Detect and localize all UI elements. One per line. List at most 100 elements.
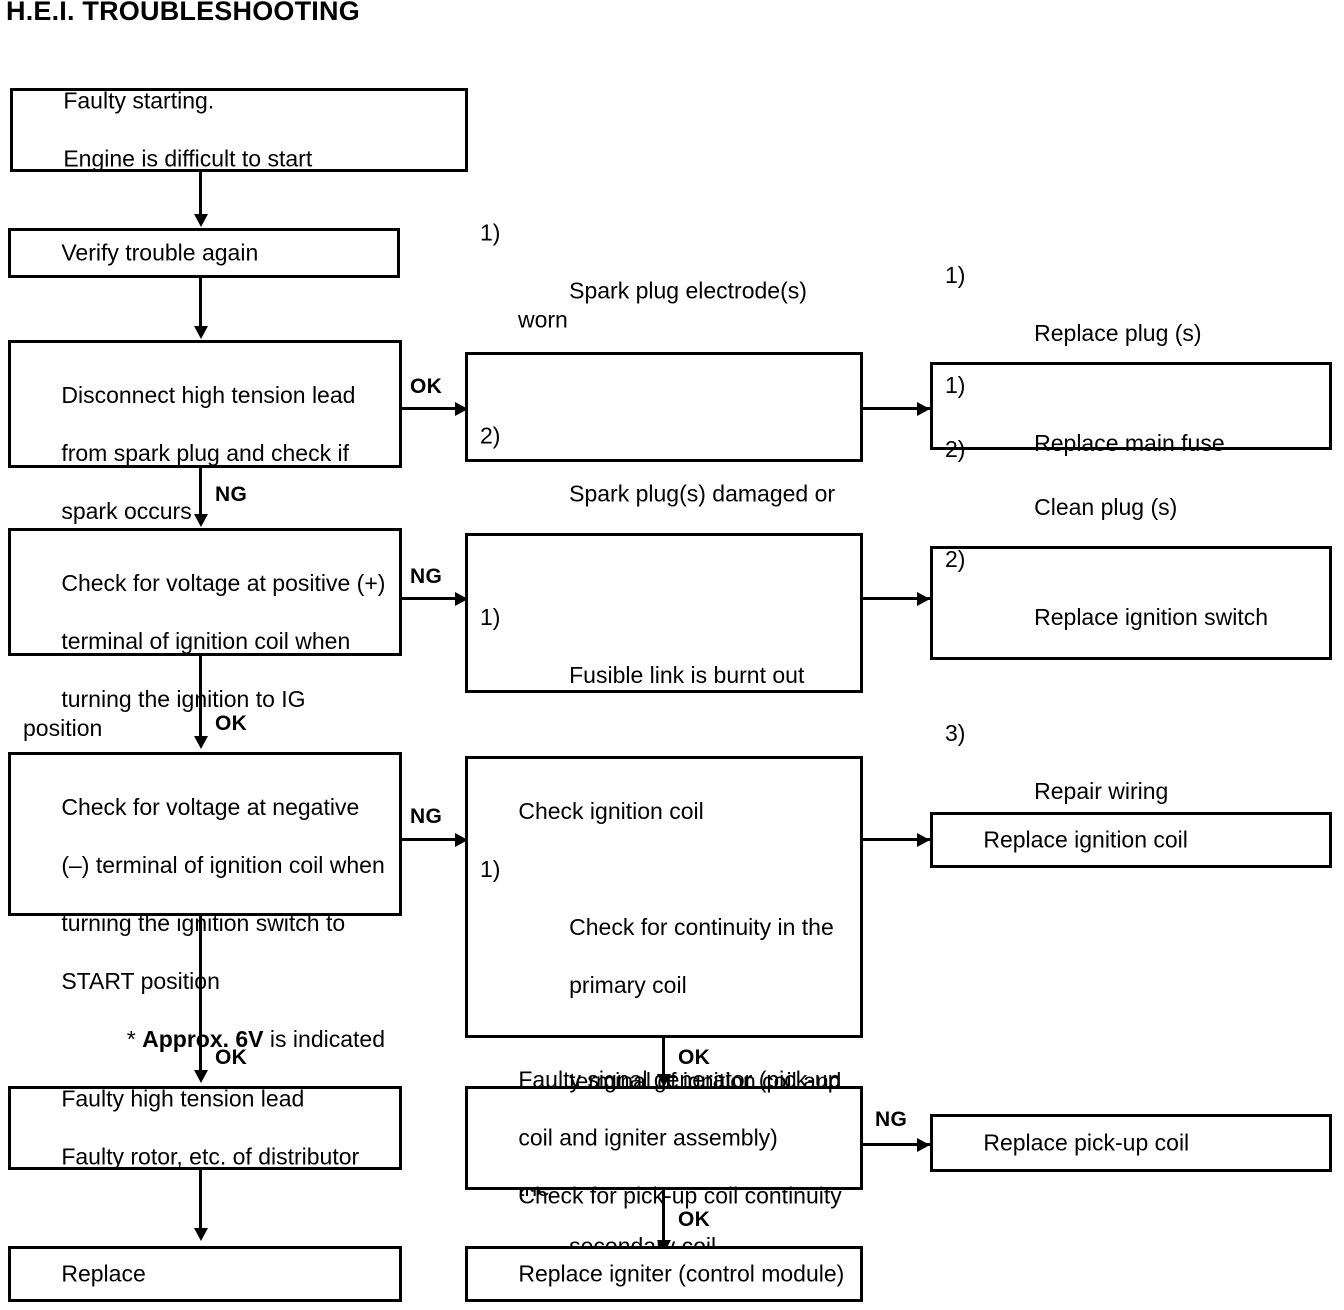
box-lead-rotor: Faulty high tension lead Faulty rotor, e… xyxy=(8,1086,402,1170)
connector-lead-rotor-to-replace xyxy=(199,1170,202,1232)
box-fault-symptom: Faulty starting. Engine is difficult to … xyxy=(10,88,468,172)
arrowhead-lead-rotor-to-replace xyxy=(194,1228,208,1241)
positive-remedy-item-2-text: Replace ignition switch xyxy=(1034,604,1269,630)
spark-check-line1: Disconnect high tension lead xyxy=(61,382,356,408)
coil-check-item-1-number: 1) xyxy=(480,856,501,882)
page-title: H.E.I. TROUBLESHOOTING xyxy=(6,0,360,26)
spark-remedy-item-2-number: 2) xyxy=(945,436,966,462)
connector-signal-to-pickup-remedy xyxy=(863,1143,930,1146)
connector-negative-to-coil-check xyxy=(402,838,462,841)
positive-remedy-item-1-number: 1) xyxy=(945,372,966,398)
negative-check-line4: START position xyxy=(61,968,220,994)
box-igniter-remedy-text: Replace igniter (control module) xyxy=(480,1231,852,1310)
verify-line1: Verify trouble again xyxy=(61,239,259,266)
coil-check-heading: Check ignition coil xyxy=(518,798,704,824)
lead-rotor-line2: Faulty rotor, etc. of distributor xyxy=(61,1143,360,1170)
arrowhead-negative-to-coil-check xyxy=(455,833,468,847)
box-replace-final-text: Replace xyxy=(23,1231,391,1310)
lead-rotor-line1: Faulty high tension lead xyxy=(61,1085,305,1112)
positive-remedy-item-1-text: Replace main fuse xyxy=(1034,430,1225,456)
arrowhead-positive-to-causes xyxy=(455,592,468,606)
fault-symptom-line1: Faulty starting. xyxy=(63,87,215,114)
negative-check-note: * Approx. 6V is indicated xyxy=(23,1025,391,1054)
box-pickup-remedy-text: Replace pick-up coil xyxy=(945,1100,1321,1187)
connector-spark-to-causes xyxy=(402,407,462,410)
edge-label-positive-ng: NG xyxy=(410,565,443,588)
fault-symptom-line2: Engine is difficult to start xyxy=(63,145,313,172)
connector-positive-to-negative xyxy=(199,656,202,740)
arrowhead-spark-to-positive xyxy=(194,514,208,527)
spark-cause-item-2-number: 2) xyxy=(480,422,501,449)
igniter-remedy-line1: Replace igniter (control module) xyxy=(518,1260,845,1287)
negative-check-line1: Check for voltage at negative xyxy=(61,794,360,820)
negative-check-line3: turning the ignition switch to xyxy=(61,910,346,936)
arrowhead-signal-to-pickup-remedy xyxy=(917,1138,930,1152)
box-positive-check: Check for voltage at positive (+) termin… xyxy=(8,528,402,799)
box-negative-check: Check for voltage at negative (–) termin… xyxy=(8,752,402,1052)
arrowhead-coil-check-to-remedy xyxy=(917,833,930,847)
edge-label-signal-ng: NG xyxy=(875,1108,908,1131)
box-spark-causes: 1) Spark plug electrode(s) worn 2) Spark… xyxy=(465,220,863,565)
spark-remedy-item-1-number: 1) xyxy=(945,262,966,288)
box-negative-check-text: Check for voltage at negative (–) termin… xyxy=(23,764,391,1112)
replace-final-line1: Replace xyxy=(61,1260,146,1287)
coil-remedy-line1: Replace ignition coil xyxy=(983,826,1188,853)
box-spark-remedy-text: 1) Replace plug (s) 2) Clean plug (s) xyxy=(945,203,1321,609)
spark-cause-item-1-number: 1) xyxy=(480,219,501,246)
spark-check-line3: spark occurs xyxy=(61,498,192,524)
positive-cause-item-1: 1) Fusible link is burnt out xyxy=(480,603,852,719)
coil-check-item-1-line2: primary coil xyxy=(569,972,687,998)
box-spark-check: Disconnect high tension lead from spark … xyxy=(8,340,402,582)
pickup-remedy-line1: Replace pick-up coil xyxy=(983,1129,1190,1156)
box-lead-rotor-text: Faulty high tension lead Faulty rotor, e… xyxy=(23,1056,391,1201)
connector-signal-to-igniter-remedy xyxy=(662,1190,665,1244)
spark-remedy-item-1-text: Replace plug (s) xyxy=(1034,320,1202,346)
arrowhead-coil-check-to-signal xyxy=(657,1074,671,1087)
connector-spark-causes-to-remedy xyxy=(863,407,930,410)
connector-coil-check-to-remedy xyxy=(863,838,930,841)
negative-check-note-emph: Approx. 6V xyxy=(142,1026,264,1052)
arrowhead-symptom-to-verify xyxy=(194,214,208,227)
connector-positive-to-causes xyxy=(402,597,462,600)
coil-check-item-1: 1) Check for continuity in the primary c… xyxy=(480,855,852,1029)
coil-check-item-1-line1: Check for continuity in the xyxy=(569,914,834,940)
box-coil-remedy-text: Replace ignition coil xyxy=(945,797,1321,884)
box-fault-symptom-text: Faulty starting. Engine is difficult to … xyxy=(25,58,457,203)
spark-remedy-item-1: 1) Replace plug (s) xyxy=(945,261,1321,377)
positive-cause-item-1-text: Fusible link is burnt out xyxy=(569,662,805,688)
arrowhead-positive-to-negative xyxy=(194,736,208,749)
box-signal-generator-text: Faulty signal generator (pick-up coil an… xyxy=(480,1037,852,1240)
box-verify: Verify trouble again xyxy=(8,228,400,278)
arrowhead-verify-to-spark xyxy=(194,326,208,339)
connector-symptom-to-verify xyxy=(199,172,202,218)
arrowhead-spark-to-causes xyxy=(455,402,468,416)
connector-verify-to-spark xyxy=(199,278,202,330)
negative-check-line2: (–) terminal of ignition coil when xyxy=(61,852,385,878)
positive-cause-item-1-number: 1) xyxy=(480,604,501,630)
connector-negative-to-lead-rotor xyxy=(199,916,202,1074)
spark-remedy-item-2: 2) Clean plug (s) xyxy=(945,435,1321,551)
spark-cause-item-1: 1) Spark plug electrode(s) worn xyxy=(480,219,852,364)
signal-generator-line2: coil and igniter assembly) xyxy=(518,1124,778,1151)
edge-label-negative-ok: OK xyxy=(215,1046,248,1069)
positive-check-line1: Check for voltage at positive (+) xyxy=(61,570,386,596)
edge-label-negative-ng: NG xyxy=(410,805,443,828)
box-pickup-remedy: Replace pick-up coil xyxy=(930,1114,1332,1172)
arrowhead-negative-to-lead-rotor xyxy=(194,1070,208,1083)
edge-label-coil-ok: OK xyxy=(678,1046,711,1069)
positive-remedy-item-2: 2) Replace ignition switch xyxy=(945,545,1321,661)
positive-remedy-item-2-number: 2) xyxy=(945,546,966,572)
box-igniter-remedy: Replace igniter (control module) xyxy=(465,1246,863,1302)
box-signal-generator: Faulty signal generator (pick-up coil an… xyxy=(465,1067,863,1209)
connector-spark-to-positive xyxy=(199,468,202,518)
positive-check-line3: turning the ignition to IG position xyxy=(23,686,312,741)
box-replace-final: Replace xyxy=(8,1246,402,1302)
box-positive-remedy-text: 1) Replace main fuse 2) Replace ignition… xyxy=(945,313,1321,893)
positive-remedy-item-3: 3) Repair wiring xyxy=(945,719,1321,835)
positive-remedy-item-3-text: Repair wiring xyxy=(1034,778,1169,804)
box-spark-remedy: 1) Replace plug (s) 2) Clean plug (s) xyxy=(930,262,1332,520)
positive-remedy-item-3-number: 3) xyxy=(945,720,966,746)
box-positive-causes: 1) Fusible link is burnt out 2) Faulty i… xyxy=(465,533,863,1152)
arrowhead-positive-causes-to-remedy xyxy=(917,592,930,606)
